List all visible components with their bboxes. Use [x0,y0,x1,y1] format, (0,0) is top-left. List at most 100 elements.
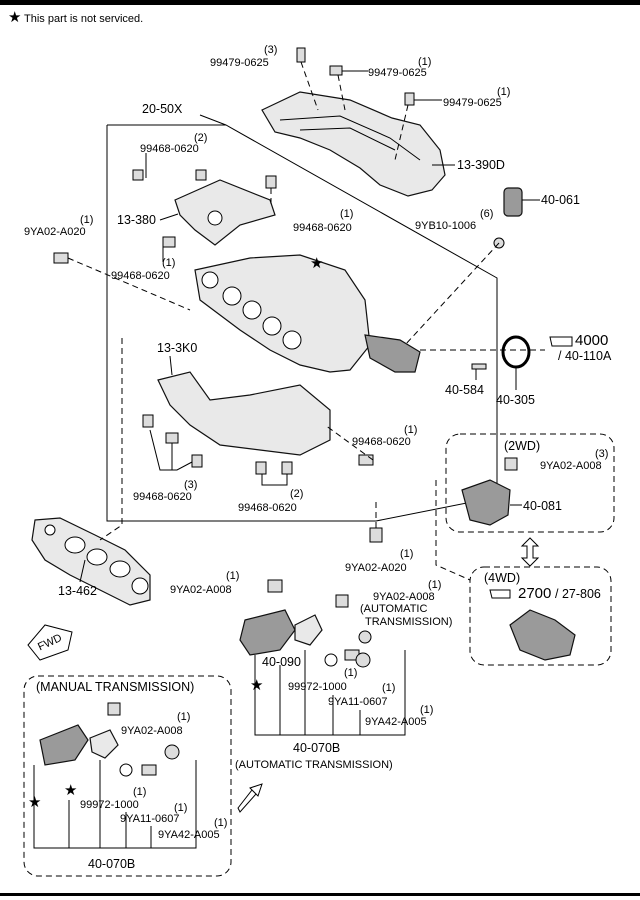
bolt-b7: (1) 9YA02-A020 [24,214,191,311]
label-40-070b-auto: 40-070B [293,741,340,755]
label-40-584: 40-584 [445,383,484,397]
mount-manual [39,724,89,766]
ref-40-110a-text: / 40-110A [558,349,612,363]
bolt-b19: (1) 9YA02-A008 [107,702,190,737]
part-b7: 9YA02-A020 [24,226,86,238]
bolt-b5: (1) 99468-0620 [265,175,353,234]
bolt-b11: (2) 99468-0620 [238,461,303,514]
qty-b1: (3) [264,44,277,56]
header-note-text: This part is not serviced. [24,13,143,25]
exhaust-manifold [194,254,371,373]
qty-b4: (2) [194,132,207,144]
ref-4000-text: 4000 [575,332,608,349]
part-b3: 99479-0625 [443,97,502,109]
gasket-ring-40-305: 40-305 [496,335,535,407]
part-b2: 99479-0625 [368,67,427,79]
qty-b9: (1) [404,424,417,436]
heat-insulator-lower [157,371,331,456]
box-2wd [445,433,615,533]
mount-bracket-auto [294,614,323,646]
qty-b2: (1) [418,56,431,68]
bolt-b15: (1) 9YA02-A008 (AUTOMATIC TRANSMISSION) [335,579,452,628]
qty-b7: (1) [80,214,93,226]
pointing-hand-icon [549,336,573,347]
part-b15: 9YA02-A008 [373,591,435,603]
leader-20-50x [199,114,227,126]
label-40-090: 40-090 [262,655,301,669]
qty-b13: (1) [400,548,413,560]
bolt-b6: (1) 99468-0620 [111,236,176,282]
part-b1: 99479-0625 [210,57,269,69]
fwd-arrow: FWD [27,624,73,661]
star-manifold: ★ [310,255,323,272]
label-40-061: 40-061 [541,193,580,207]
mount-40-090 [239,609,296,656]
ref-2700-text: 2700 [518,585,551,602]
label-20-50x: 20-50X [142,102,183,116]
part-b4: 99468-0620 [140,143,199,155]
heat-insulator-upper-ribs [279,115,421,161]
part-b14: 9YA02-A008 [170,584,232,596]
bottom-rule [0,893,640,896]
bolt-b10: (3) 99468-0620 [133,414,203,503]
nut-b22: (1) 9YA42-A005 [158,744,227,841]
part-b8: 9YB10-1006 [415,220,476,232]
part-b11: 99468-0620 [238,502,297,514]
ref-4000: 4000 / 40-110A [549,332,612,363]
pointing-hand-icon-2 [489,589,511,599]
box-manual [23,675,232,877]
qty-b21: (1) [174,802,187,814]
auto-trans-1: (AUTOMATIC [360,603,427,615]
part-b10: 99468-0620 [133,491,192,503]
nut-b18: (1) 9YA42-A005 [355,630,433,728]
auto-trans-bottom: (AUTOMATIC TRANSMISSION) [235,759,393,771]
qty-b14: (1) [226,570,239,582]
bracket-4wd [509,609,576,661]
label-13-390d: 13-390D [457,158,505,172]
part-b5: 99468-0620 [293,222,352,234]
label-2wd: (2WD) [504,439,540,453]
label-40-081: 40-081 [523,499,562,513]
qty-b15: (1) [428,579,441,591]
stud-40-584: 40-584 [445,363,487,397]
mount-bracket-manual [89,729,119,759]
header-note: ★ This part is not serviced. [8,9,143,26]
label-13-3k0: 13-3K0 [157,341,197,355]
ref-27-806-text: / 27-806 [555,587,601,601]
qty-b17: (1) [382,682,395,694]
part-b19: 9YA02-A008 [121,725,183,737]
qty-b10: (3) [184,479,197,491]
qty-b19: (1) [177,711,190,723]
heat-insulator-upper [261,91,446,197]
part-b12: 9YA02-A008 [540,460,602,472]
part-b20: 99972-1000 [80,799,139,811]
label-manual: (MANUAL TRANSMISSION) [36,680,194,694]
bolt-b2: (1) 99479-0625 [329,56,431,111]
part-b21: 9YA11-0607 [120,813,180,825]
label-40-070b-manual: 40-070B [88,857,135,871]
manifold-outlet [364,334,421,373]
hatched-arrow-icon [237,783,263,813]
star-icon: ★ [8,9,21,26]
qty-b6: (1) [162,257,175,269]
box-4wd [469,566,612,666]
auto-trans-2: TRANSMISSION) [365,616,452,628]
qty-b18: (1) [420,704,433,716]
top-rule [0,0,640,5]
bracket-13-380 [174,179,276,246]
washer-b16: (1) 99972-1000 [288,653,357,693]
qty-b22: (1) [214,817,227,829]
bracket-40-081 [461,479,511,526]
bolt-b9: (1) 99468-0620 [324,424,417,466]
bolt-b4: (2) 99468-0620 [132,132,207,181]
bolt-b14: (1) 9YA02-A008 [170,570,283,596]
manifold-ports [201,271,302,350]
star-manual-1: ★ [64,782,77,799]
gasket-13-462: 13-462 [31,517,151,606]
qty-b5: (1) [340,208,353,220]
bolt-b21: (1) 9YA11-0607 [120,764,187,825]
label-40-305: 40-305 [496,393,535,407]
bolt-b3: (1) 99479-0625 [394,86,510,161]
part-b18: 9YA42-A005 [365,716,427,728]
